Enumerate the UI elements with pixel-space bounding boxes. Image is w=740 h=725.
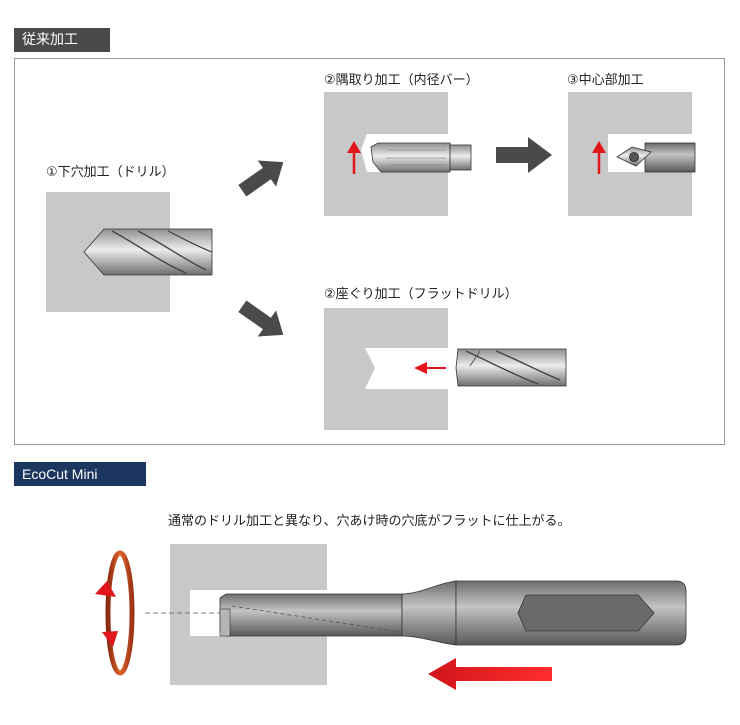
arrow-icon [238,300,284,337]
step2b-label: ②座ぐり加工（フラットドリル） [324,287,518,302]
ecocut-workpiece [170,544,327,685]
arrow-icon [428,658,552,690]
insert-tool-icon [616,142,696,173]
step3-label: ③中心部加工 [567,73,644,88]
step1-label: ①下穴加工（ドリル） [46,165,175,180]
conventional-tag: 従来加工 [14,28,110,52]
boring-bar-icon [370,142,472,173]
ecocut-description: 通常のドリル加工と異なり、穴あけ時の穴底がフラットに仕上がる。 [168,514,571,529]
ecocut-tool-icon [219,580,687,646]
arrow-icon [414,362,446,374]
step1-workpiece [46,192,170,312]
flat-drill-icon [455,348,567,387]
drill-icon [83,228,213,276]
ecocut-tag: EcoCut Mini [14,462,146,486]
arrow-icon [496,137,552,173]
step2a-label: ②隅取り加工（内径バー） [324,73,479,88]
rotation-icon [95,550,135,676]
arrow-icon [592,141,606,174]
step3-workpiece [568,92,692,216]
arrow-icon [238,160,284,197]
conventional-frame [14,58,725,445]
step2b-workpiece [324,308,448,430]
step2a-workpiece [324,92,448,216]
arrow-icon [347,141,361,174]
